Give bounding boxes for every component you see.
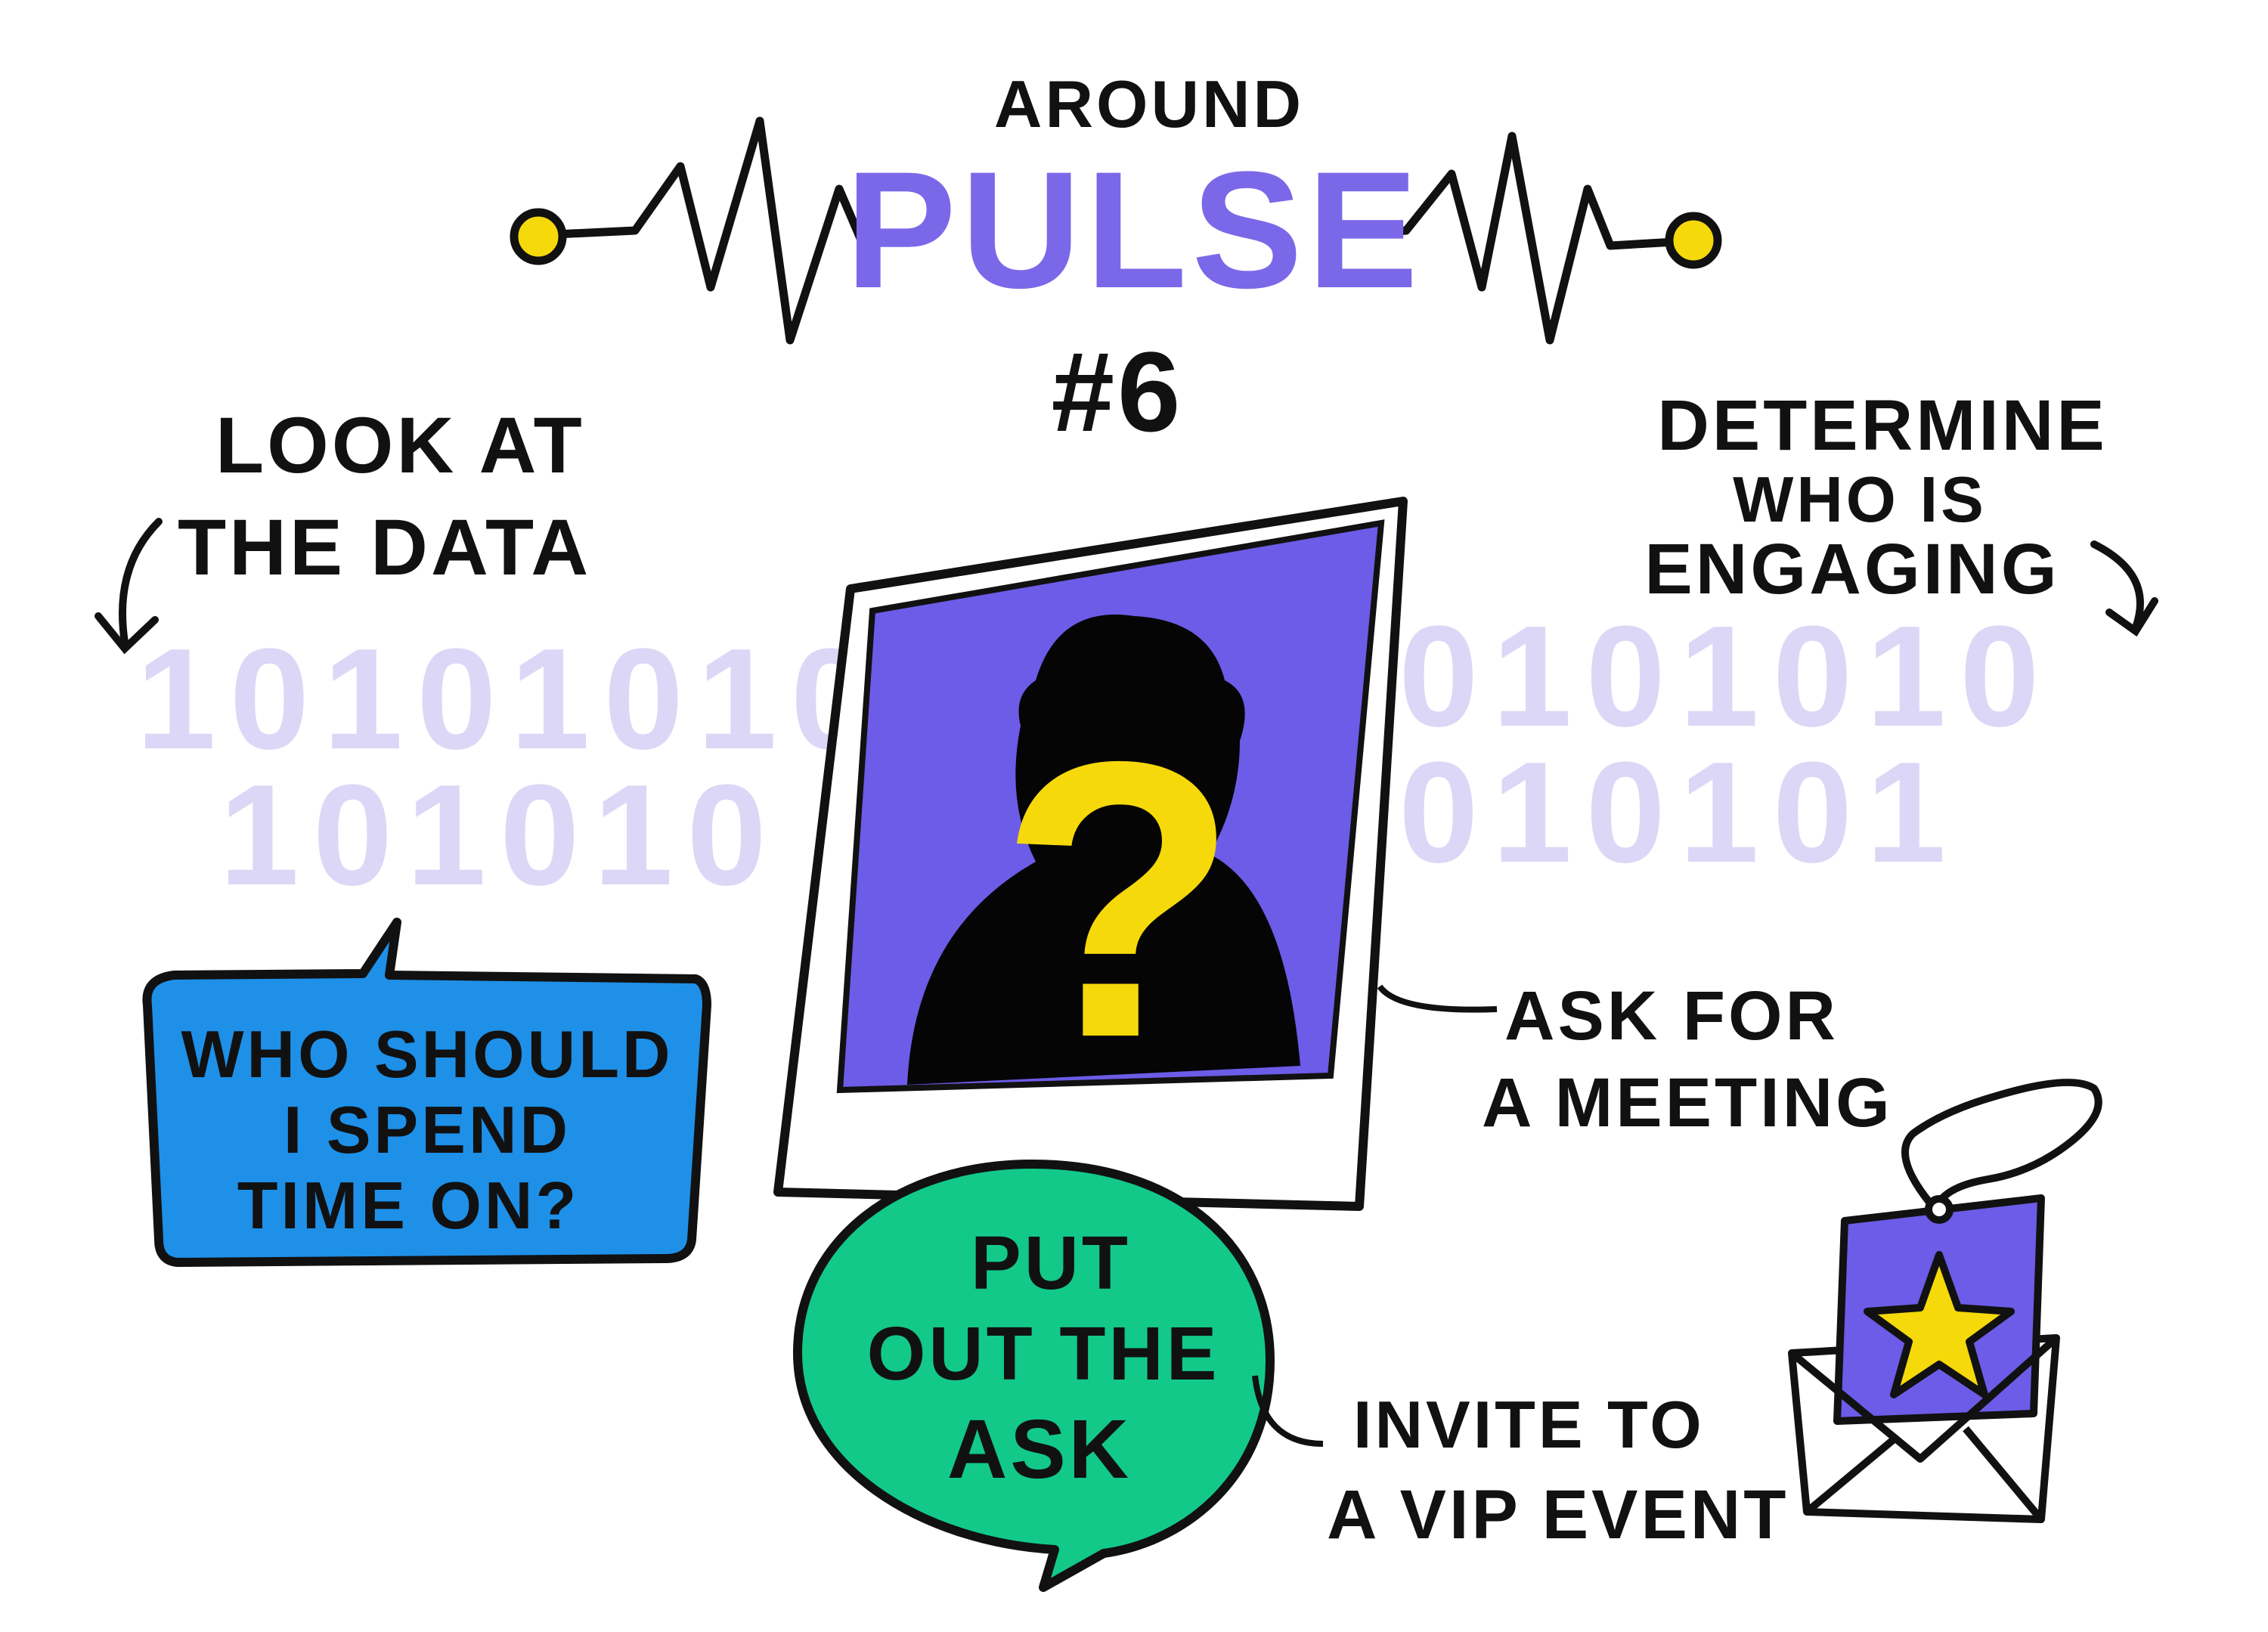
silhouette-icon (907, 615, 1300, 1085)
pre-title: AROUND (994, 67, 1304, 141)
ask-meeting-line1: ASK FOR (1504, 977, 1839, 1054)
binary-left-row1: 10101010 (136, 619, 884, 779)
page-title: PULSE (845, 137, 1422, 323)
curved-arrow-icon (94, 518, 163, 655)
ask-meeting-line2: A MEETING (1482, 1064, 1893, 1141)
question-box: WHO SHOULD I SPEND TIME ON? (142, 918, 711, 1267)
heartbeat-icon (510, 116, 1722, 345)
mystery-person-photo: ? (773, 497, 1408, 1211)
binary-left-row2: 101010 (219, 755, 780, 915)
invite-line2: A VIP EVENT (1327, 1476, 1789, 1553)
binary-right-row2: 010101 (1399, 732, 1960, 893)
ask-line2: OUT THE (867, 1311, 1220, 1396)
envelope-with-star-tag-icon (1788, 1079, 2102, 1523)
determine-line2: WHO IS (1733, 464, 1987, 536)
determine-line3: ENGAGING (1644, 529, 2059, 609)
determine-line1: DETERMINE (1657, 386, 2107, 466)
binary-right-row1: 0101010 (1399, 596, 2053, 757)
look-at-data-line2: THE DATA (178, 503, 591, 592)
episode-number: #6 (1052, 328, 1184, 455)
question-line2: I SPEND (284, 1092, 571, 1167)
connector-line (1377, 984, 1498, 1013)
ask-line3: ASK (947, 1403, 1132, 1496)
ask-line1: PUT (971, 1221, 1131, 1305)
question-line3: TIME ON? (237, 1168, 579, 1243)
invite-line1: INVITE TO (1353, 1387, 1705, 1462)
question-line1: WHO SHOULD (181, 1017, 673, 1092)
connector-line (1252, 1375, 1324, 1447)
curved-arrow-icon (2090, 540, 2158, 637)
ask-bubble: PUT OUT THE ASK (793, 1160, 1275, 1592)
look-at-data-line1: LOOK AT (215, 401, 585, 490)
question-mark-icon: ? (999, 680, 1239, 1119)
